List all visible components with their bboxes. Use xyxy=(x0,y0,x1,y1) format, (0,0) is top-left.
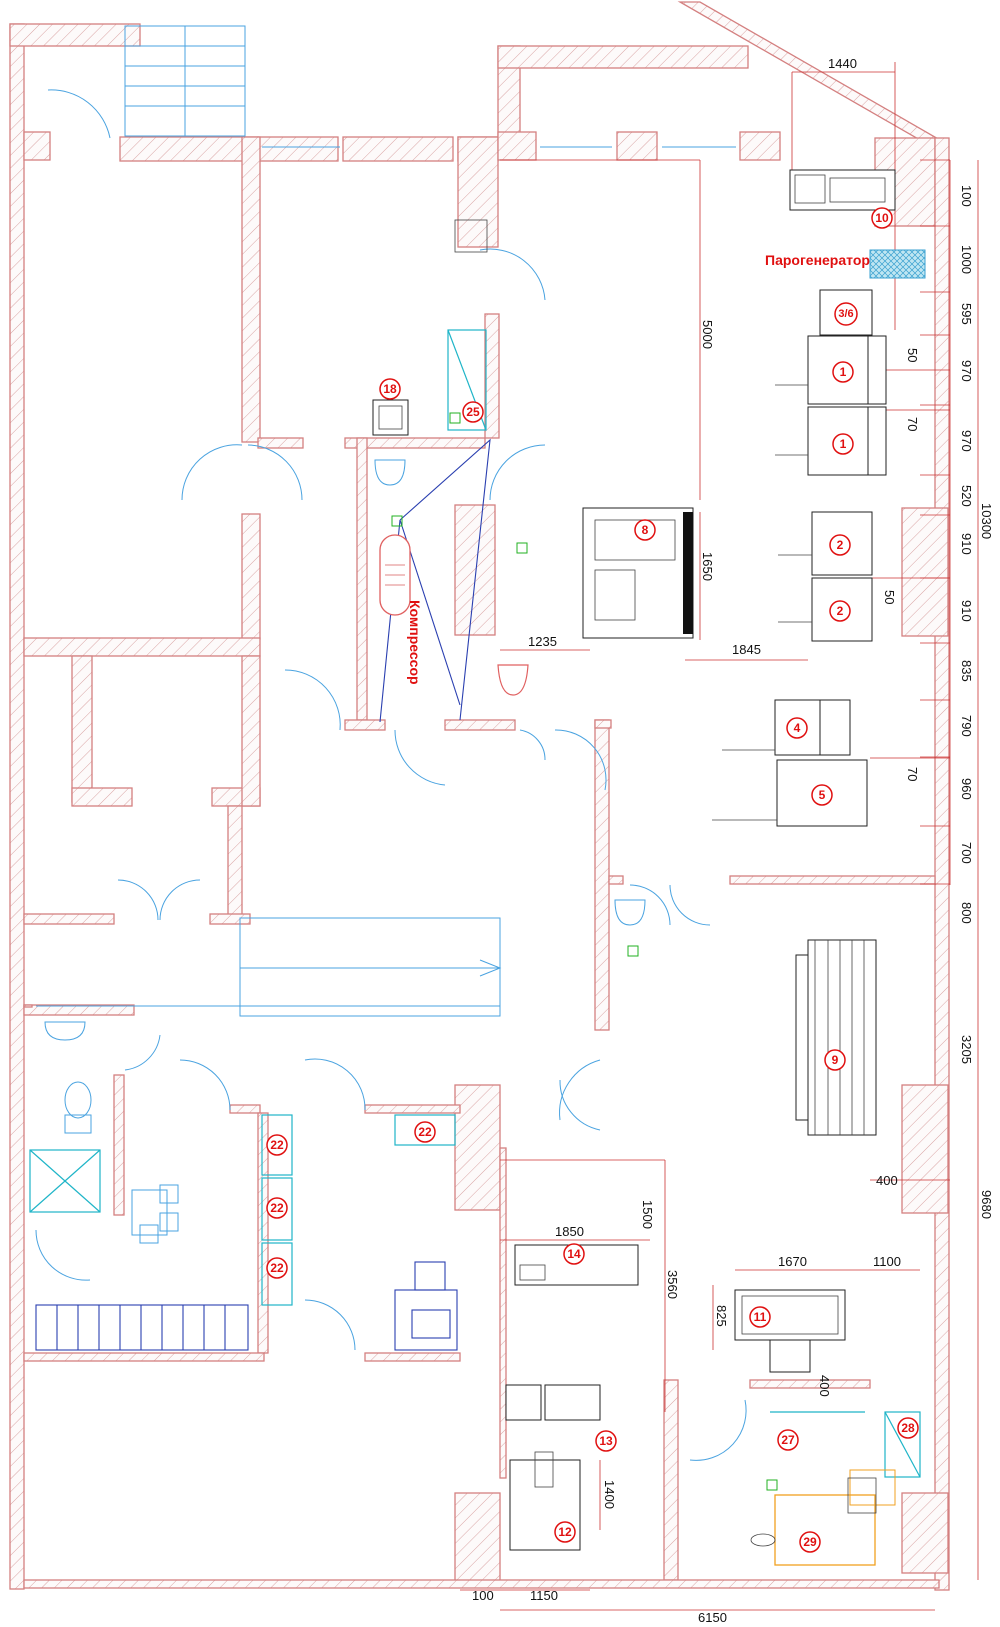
dim-gap-50a: 50 xyxy=(905,348,920,362)
svg-text:12: 12 xyxy=(558,1525,572,1539)
dimension-labels: 1440 100 1000 595 970 970 520 910 910 83… xyxy=(472,56,994,1625)
marker-22c: 22 xyxy=(266,1197,288,1219)
svg-text:27: 27 xyxy=(781,1433,795,1447)
svg-text:28: 28 xyxy=(901,1421,915,1435)
marker-12: 12 xyxy=(554,1521,576,1543)
dim-machine8-depth: 1650 xyxy=(700,552,715,581)
svg-text:22: 22 xyxy=(270,1201,284,1215)
dim-machine8-right: 1845 xyxy=(732,642,761,657)
dim-right-4: 970 xyxy=(959,430,974,452)
svg-text:22: 22 xyxy=(418,1125,432,1139)
dim-bottom-total: 6150 xyxy=(698,1610,727,1625)
marker-3-6: 3/6 xyxy=(834,302,858,326)
compressor-label: Компрессор xyxy=(407,600,423,685)
dim-right-total-lower: 9680 xyxy=(979,1190,994,1219)
dim-right-8: 835 xyxy=(959,660,974,682)
marker-2b: 2 xyxy=(829,600,851,622)
dim-right-11: 700 xyxy=(959,842,974,864)
dim-right-6: 910 xyxy=(959,533,974,555)
dim-table11-width: 1670 xyxy=(778,1254,807,1269)
dim-table11-right: 1100 xyxy=(873,1254,901,1269)
dim-gap-70b: 70 xyxy=(905,767,920,781)
dim-table11-gap: 400 xyxy=(817,1375,832,1397)
svg-text:10: 10 xyxy=(875,211,889,225)
marker-18: 18 xyxy=(379,378,401,400)
dim-gap-70a: 70 xyxy=(905,417,920,431)
dim-right-0: 100 xyxy=(959,185,974,207)
dim-gap-50b: 50 xyxy=(882,590,897,604)
svg-text:9: 9 xyxy=(832,1053,839,1067)
doors xyxy=(35,25,747,1461)
marker-5: 5 xyxy=(811,784,833,806)
steam-generator-area xyxy=(869,249,926,279)
dim-machine-depth: 5000 xyxy=(700,320,715,349)
dim-ironer-gap: 400 xyxy=(876,1173,898,1188)
dim-right-3: 970 xyxy=(959,360,974,382)
marker-11: 11 xyxy=(749,1306,771,1328)
svg-text:29: 29 xyxy=(803,1535,817,1549)
svg-text:3/6: 3/6 xyxy=(838,308,853,320)
svg-text:4: 4 xyxy=(794,721,801,735)
dimension-lines xyxy=(460,62,979,1611)
dim-right-13: 3205 xyxy=(959,1035,974,1064)
dim-right-7: 910 xyxy=(959,600,974,622)
dim-right-1: 1000 xyxy=(959,245,974,274)
dim-right-total-upper: 10300 xyxy=(979,503,994,539)
dim-right-12: 800 xyxy=(959,902,974,924)
dim-right-2: 595 xyxy=(959,303,974,325)
dim-right-9: 790 xyxy=(959,715,974,737)
dim-press-height: 1400 xyxy=(602,1480,617,1509)
svg-text:1: 1 xyxy=(840,437,847,451)
marker-27: 27 xyxy=(777,1429,799,1451)
svg-text:25: 25 xyxy=(466,405,480,419)
marker-2a: 2 xyxy=(829,534,851,556)
marker-25: 25 xyxy=(462,401,484,423)
walls xyxy=(9,1,950,1591)
dim-table11-depth: 825 xyxy=(714,1305,729,1327)
svg-text:18: 18 xyxy=(383,382,397,396)
dim-bottom-left: 100 xyxy=(472,1588,494,1603)
svg-text:2: 2 xyxy=(837,538,844,552)
marker-13: 13 xyxy=(595,1430,617,1452)
marker-9: 9 xyxy=(824,1049,846,1071)
dim-top-width: 1440 xyxy=(828,56,857,71)
steam-generator-label: Парогенератор xyxy=(765,252,870,268)
marker-4: 4 xyxy=(786,717,808,739)
svg-text:22: 22 xyxy=(270,1138,284,1152)
marker-29: 29 xyxy=(799,1531,821,1553)
svg-text:22: 22 xyxy=(270,1261,284,1275)
svg-text:13: 13 xyxy=(599,1434,613,1448)
dim-table14-width: 1850 xyxy=(555,1224,584,1239)
marker-22a: 22 xyxy=(414,1121,436,1143)
marker-1b: 1 xyxy=(832,433,854,455)
marker-22b: 22 xyxy=(266,1134,288,1156)
marker-22d: 22 xyxy=(266,1257,288,1279)
svg-text:2: 2 xyxy=(837,604,844,618)
svg-text:8: 8 xyxy=(642,523,649,537)
svg-text:14: 14 xyxy=(567,1247,581,1261)
dim-machine8-left: 1235 xyxy=(528,634,557,649)
marker-10: 10 xyxy=(871,207,893,229)
dim-right-5: 520 xyxy=(959,485,974,507)
marker-14: 14 xyxy=(563,1243,585,1265)
marker-28: 28 xyxy=(897,1417,919,1439)
marker-8: 8 xyxy=(634,519,656,541)
equipment-markers: 10 3/6 1 1 8 2 2 4 5 9 18 25 22 22 22 22… xyxy=(266,207,919,1553)
dim-right-10: 960 xyxy=(959,778,974,800)
svg-text:5: 5 xyxy=(819,788,826,802)
svg-text:1: 1 xyxy=(840,365,847,379)
dim-room-height-b: 3560 xyxy=(665,1270,680,1299)
dim-bottom-mid: 1150 xyxy=(530,1588,558,1603)
marker-1a: 1 xyxy=(832,361,854,383)
svg-text:11: 11 xyxy=(754,1310,767,1324)
dim-room-height-a: 1500 xyxy=(640,1200,655,1229)
